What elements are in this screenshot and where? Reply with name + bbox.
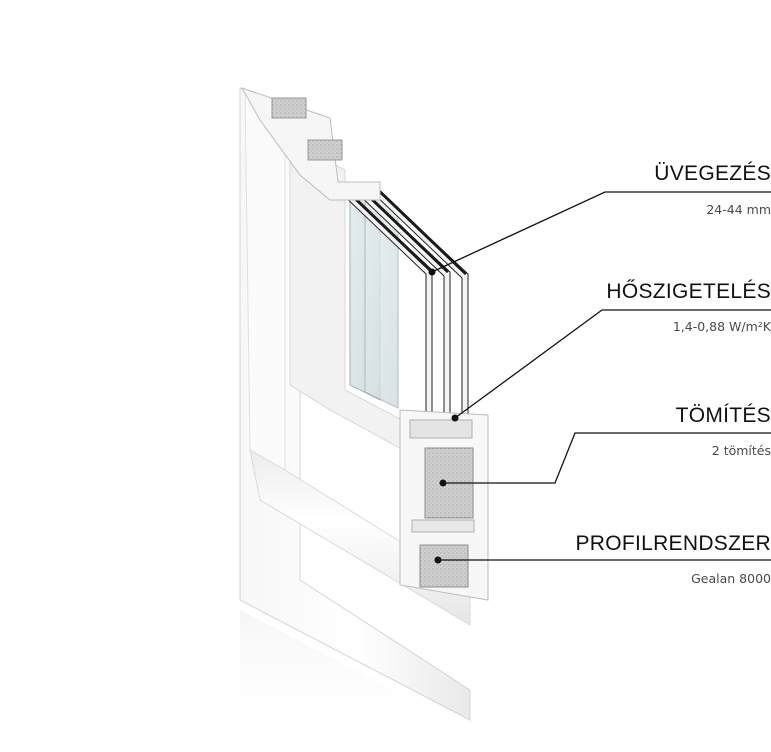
- leader-line-insulation: [454, 309, 771, 419]
- floor-reflection: [240, 610, 470, 752]
- bottom-profile-section: [399, 409, 489, 601]
- callout-profile-title: PROFILRENDSZER: [575, 532, 771, 555]
- leader-lines: [431, 191, 771, 561]
- callout-insulation-subtitle: 1,4-0,88 W/m²K: [672, 319, 771, 334]
- callout-seal-title: TÖMÍTÉS: [675, 404, 771, 427]
- frame-face-left: [244, 91, 286, 471]
- leader-line-seal: [443, 432, 771, 484]
- top-profile-section: [240, 87, 381, 201]
- leader-dots: [428, 268, 459, 564]
- leader-line-glazing: [431, 191, 771, 273]
- callout-glazing-subtitle: 24-44 mm: [706, 202, 771, 217]
- callout-seal-subtitle: 2 tömítés: [711, 443, 771, 458]
- leader-dot-glazing: [428, 268, 436, 276]
- leader-dot-seal: [439, 479, 447, 487]
- leader-dot-profile: [434, 556, 442, 564]
- callout-glazing-title: ÜVEGEZÉS: [654, 162, 771, 185]
- callout-insulation-title: HŐSZIGETELÉS: [606, 280, 771, 303]
- leader-dot-insulation: [451, 414, 459, 422]
- callout-profile-subtitle: Gealan 8000: [691, 571, 771, 586]
